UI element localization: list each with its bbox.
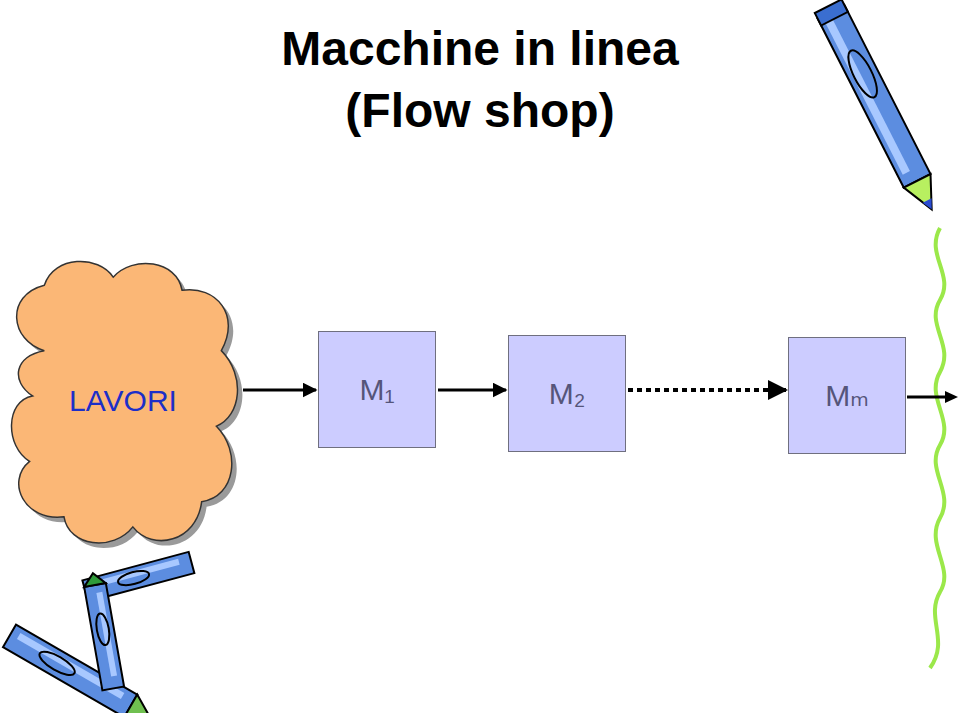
machine-label: Mₘ <box>825 378 869 413</box>
output-arrow <box>907 396 948 399</box>
machine-box: M₂ <box>508 335 626 452</box>
pencil-icon <box>82 571 124 690</box>
wavy-line <box>930 228 944 668</box>
output-arrowhead <box>945 391 958 403</box>
machine-box: M₁ <box>318 331 436 448</box>
cloud-label: LAVORI <box>69 384 177 418</box>
job-cloud: LAVORI <box>5 255 241 547</box>
flow-arrow <box>243 389 316 392</box>
flow-arrow <box>438 389 506 392</box>
flow-arrow <box>628 388 786 392</box>
pencil-icon <box>3 625 156 713</box>
slide-title: Macchine in linea (Flow shop) <box>230 18 730 142</box>
machine-label: M₂ <box>549 377 586 411</box>
machine-label: M₁ <box>359 373 394 407</box>
machine-box: Mₘ <box>788 337 906 454</box>
pencil-icon <box>815 0 945 216</box>
